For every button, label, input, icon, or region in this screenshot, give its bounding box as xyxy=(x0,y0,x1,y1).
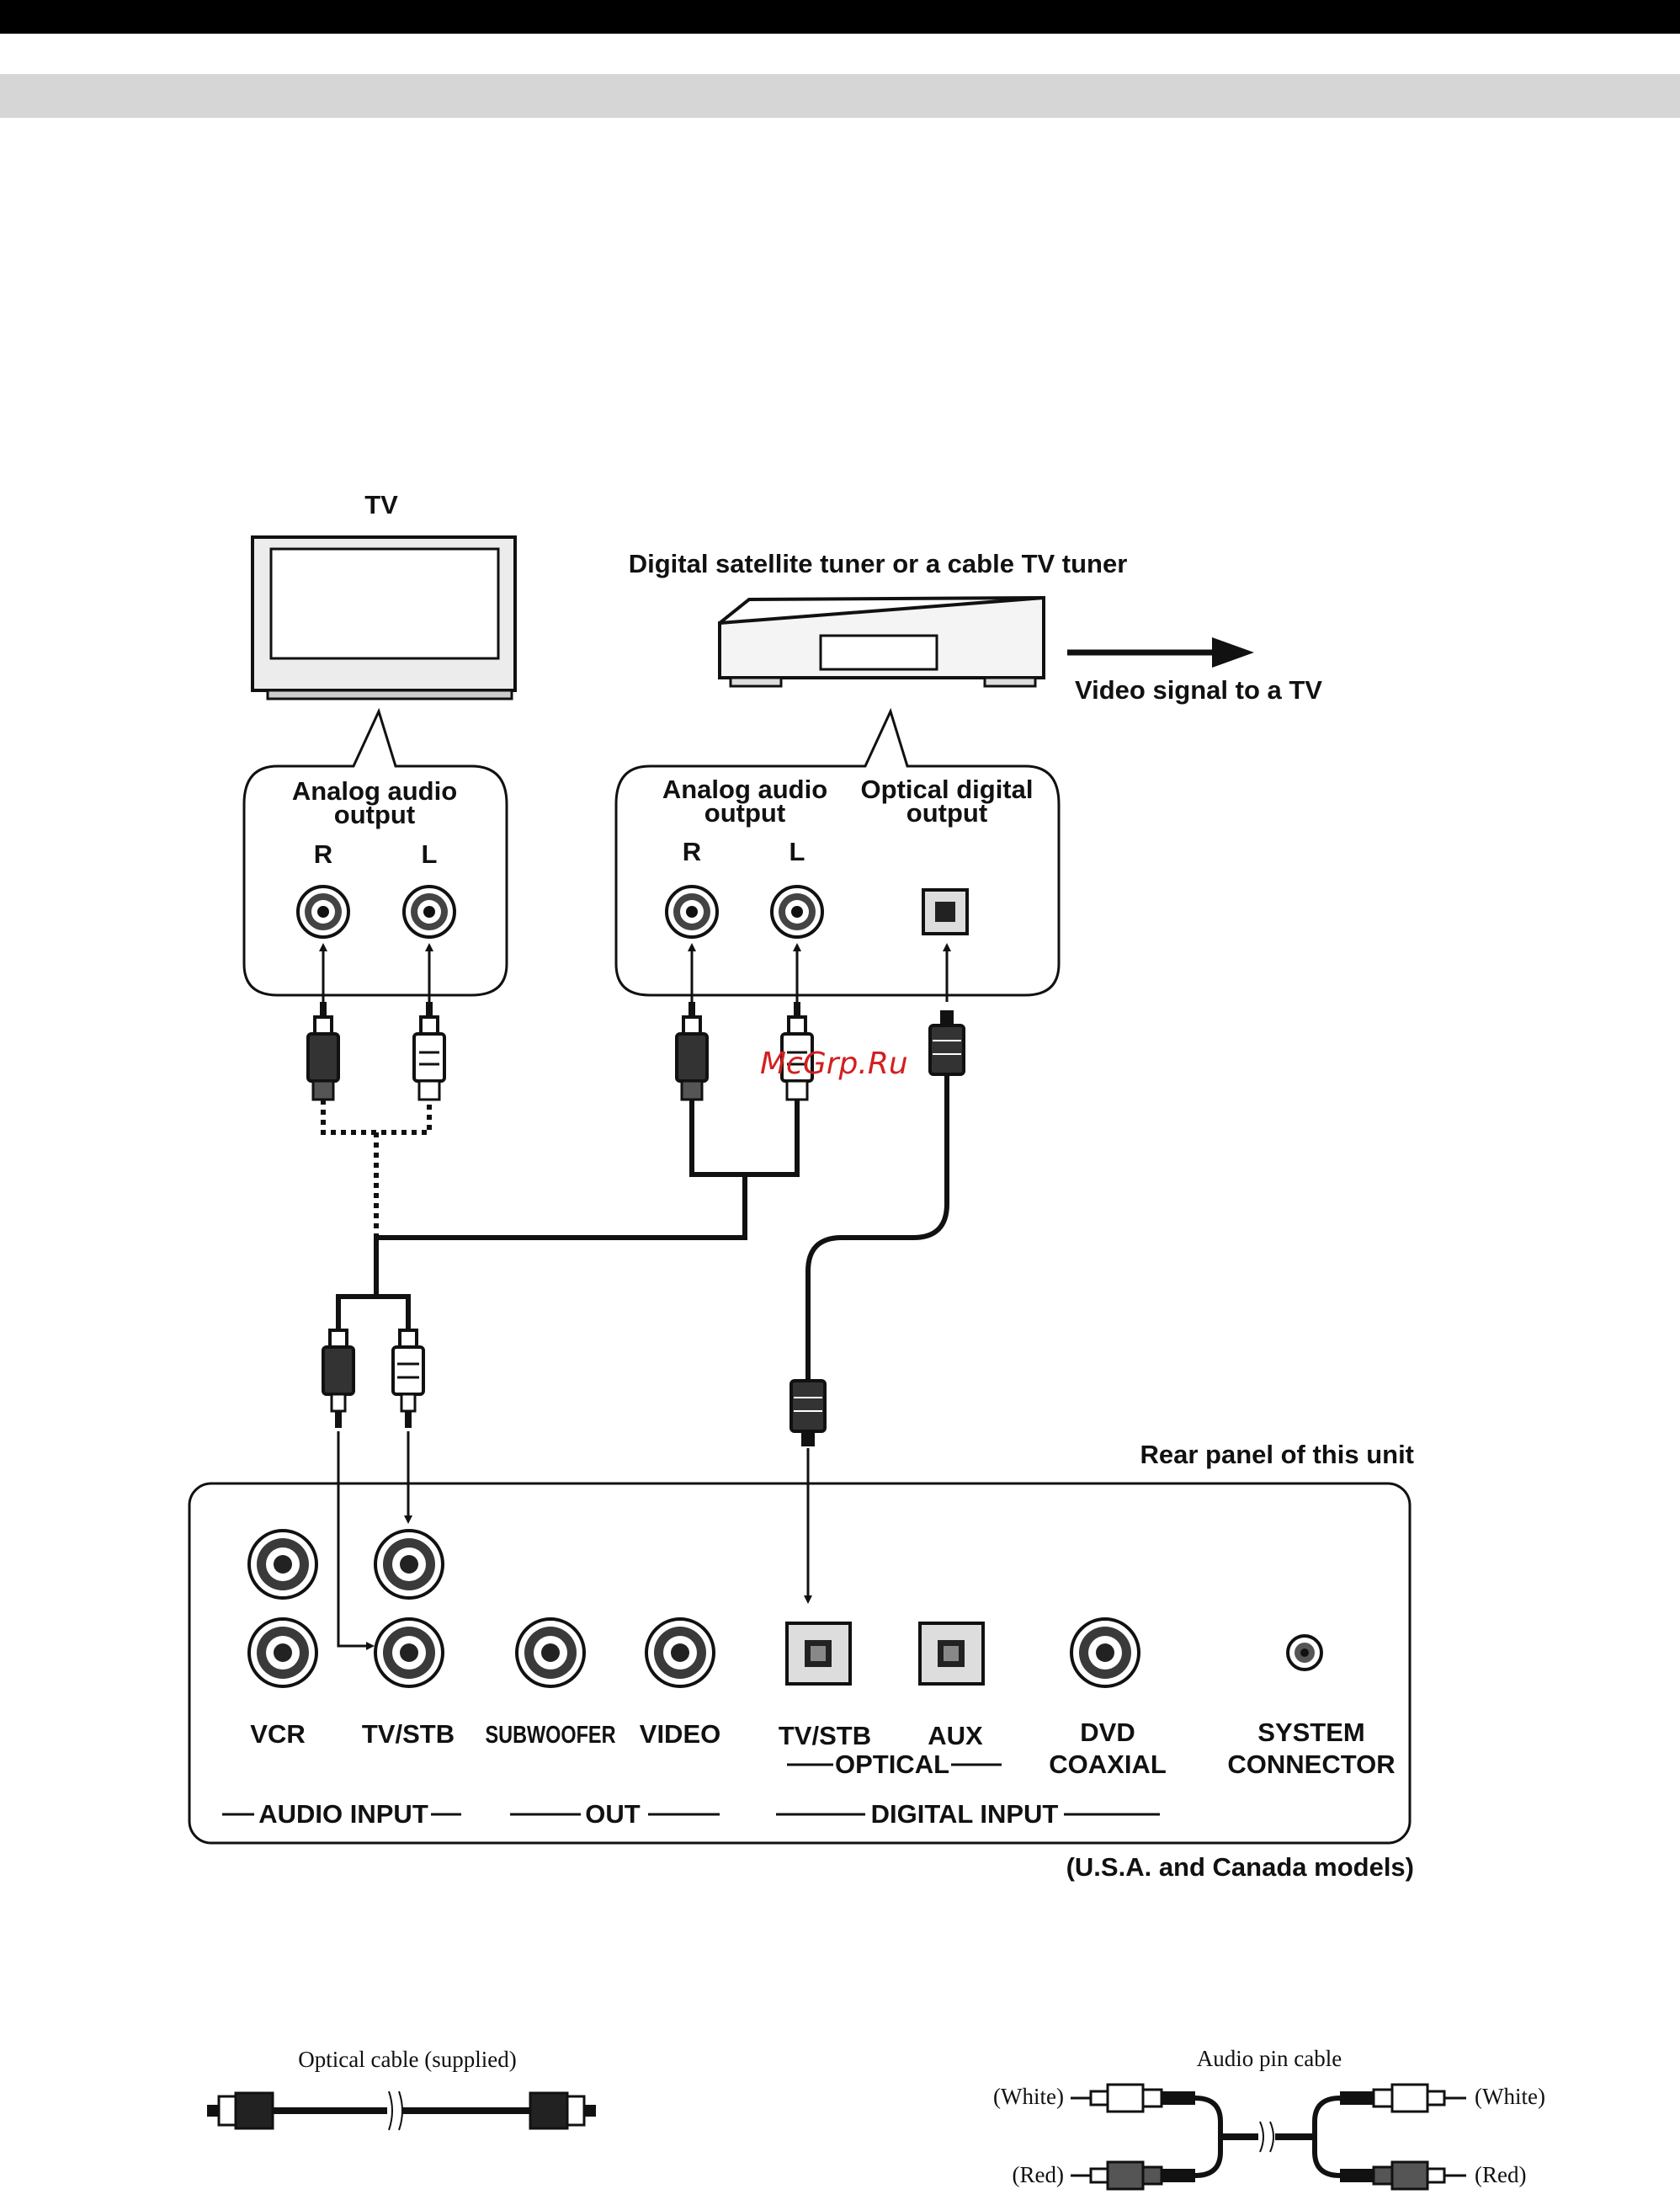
label-vcr: VCR xyxy=(250,1719,305,1749)
label-coaxial: COAXIAL xyxy=(1049,1750,1167,1779)
label-connector: CONNECTOR xyxy=(1227,1750,1395,1779)
optical-cable-illustration xyxy=(207,2090,596,2131)
tuner-analog-label-1: Analog audio xyxy=(662,775,827,804)
optical-cable-line xyxy=(805,1074,949,1381)
top-bar xyxy=(0,0,1680,34)
digital-input-group: DIGITAL INPUT xyxy=(776,1799,1160,1829)
rear-panel-title: Rear panel of this unit xyxy=(1140,1440,1414,1469)
label-video: VIDEO xyxy=(640,1719,720,1749)
optical-group: OPTICAL xyxy=(787,1750,1002,1779)
lower-l-plug xyxy=(391,1329,425,1428)
video-signal-label: Video signal to a TV xyxy=(1075,675,1322,705)
tuner-analog-label-2: output xyxy=(704,798,785,828)
tv-jack-r-label: R xyxy=(314,839,332,869)
out-group: OUT xyxy=(510,1799,720,1829)
tv-jack-l-label: L xyxy=(422,839,438,869)
label-optical-tvstb: TV/STB xyxy=(779,1721,871,1750)
tuner-jack-r xyxy=(665,885,719,939)
video-jack xyxy=(645,1617,715,1688)
tuner-label: Digital satellite tuner or a cable TV tu… xyxy=(629,549,1128,578)
label-dvd: DVD xyxy=(1080,1718,1135,1747)
tvstb-bottom-jack xyxy=(374,1617,444,1688)
label-subwoofer: SUBWOOFER xyxy=(486,1722,616,1749)
tuner-jack-l xyxy=(770,885,824,939)
watermark: McGrp.Ru xyxy=(760,1047,908,1081)
tuner-analog-cable xyxy=(336,1100,800,1330)
tuner-optical-label-1: Optical digital xyxy=(861,775,1034,804)
tuner-r-plug xyxy=(675,1000,709,1101)
label-aux: AUX xyxy=(928,1721,983,1750)
tuner-jack-r-label: R xyxy=(683,837,701,866)
vcr-bottom-jack xyxy=(247,1617,318,1688)
tv-output-label-1: Analog audio xyxy=(292,776,457,806)
lower-r-plug xyxy=(322,1329,355,1428)
tuner-optical-label-2: output xyxy=(906,798,987,828)
models-note: (U.S.A. and Canada models) xyxy=(1066,1852,1414,1882)
red-right-label: (Red) xyxy=(1475,2162,1526,2187)
video-signal-arrow xyxy=(1067,637,1254,668)
label-system: SYSTEM xyxy=(1257,1718,1364,1747)
tuner-jack-l-label: L xyxy=(789,837,805,866)
tv-l-plug xyxy=(412,1000,446,1101)
dvd-coaxial-jack xyxy=(1070,1617,1140,1688)
upward-arrows xyxy=(319,943,951,1002)
tuner-optical-jack xyxy=(922,888,969,935)
tv-label: TV xyxy=(364,490,398,519)
tvstb-top-jack xyxy=(374,1529,444,1600)
label-tvstb: TV/STB xyxy=(362,1719,455,1749)
white-left-label: (White) xyxy=(993,2084,1064,2109)
tuner-optical-plug xyxy=(928,1010,965,1076)
subwoofer-jack xyxy=(515,1617,586,1688)
vcr-top-jack xyxy=(247,1529,318,1600)
audio-input-group: AUDIO INPUT xyxy=(222,1799,461,1829)
optical-aux-jack xyxy=(918,1622,985,1686)
section-header-band xyxy=(0,74,1680,118)
group-digital-input-label: DIGITAL INPUT xyxy=(871,1799,1059,1829)
group-optical-label: OPTICAL xyxy=(835,1750,949,1779)
group-out-label: OUT xyxy=(585,1799,641,1829)
tv-r-plug xyxy=(306,1000,340,1101)
tv-output-label-2: output xyxy=(334,800,415,829)
rear-panel-arrows xyxy=(337,1431,812,1650)
tv-device xyxy=(251,535,517,700)
group-audio-input-label: AUDIO INPUT xyxy=(258,1799,428,1829)
tv-jack-r xyxy=(296,885,350,939)
audio-pin-cable-illustration xyxy=(1071,2083,1466,2191)
system-connector-jack xyxy=(1286,1634,1323,1671)
optical-cable-title: Optical cable (supplied) xyxy=(298,2047,516,2072)
lower-optical-plug xyxy=(789,1379,827,1446)
tuner-device xyxy=(718,595,1045,688)
optical-tvstb-jack xyxy=(785,1622,852,1686)
tv-output-callout xyxy=(242,707,508,997)
red-left-label: (Red) xyxy=(1013,2162,1064,2187)
tv-jack-l xyxy=(402,885,456,939)
audio-pin-cable-title: Audio pin cable xyxy=(1197,2046,1342,2071)
white-right-label: (White) xyxy=(1475,2084,1545,2109)
tv-cable-dashed xyxy=(321,1100,432,1238)
